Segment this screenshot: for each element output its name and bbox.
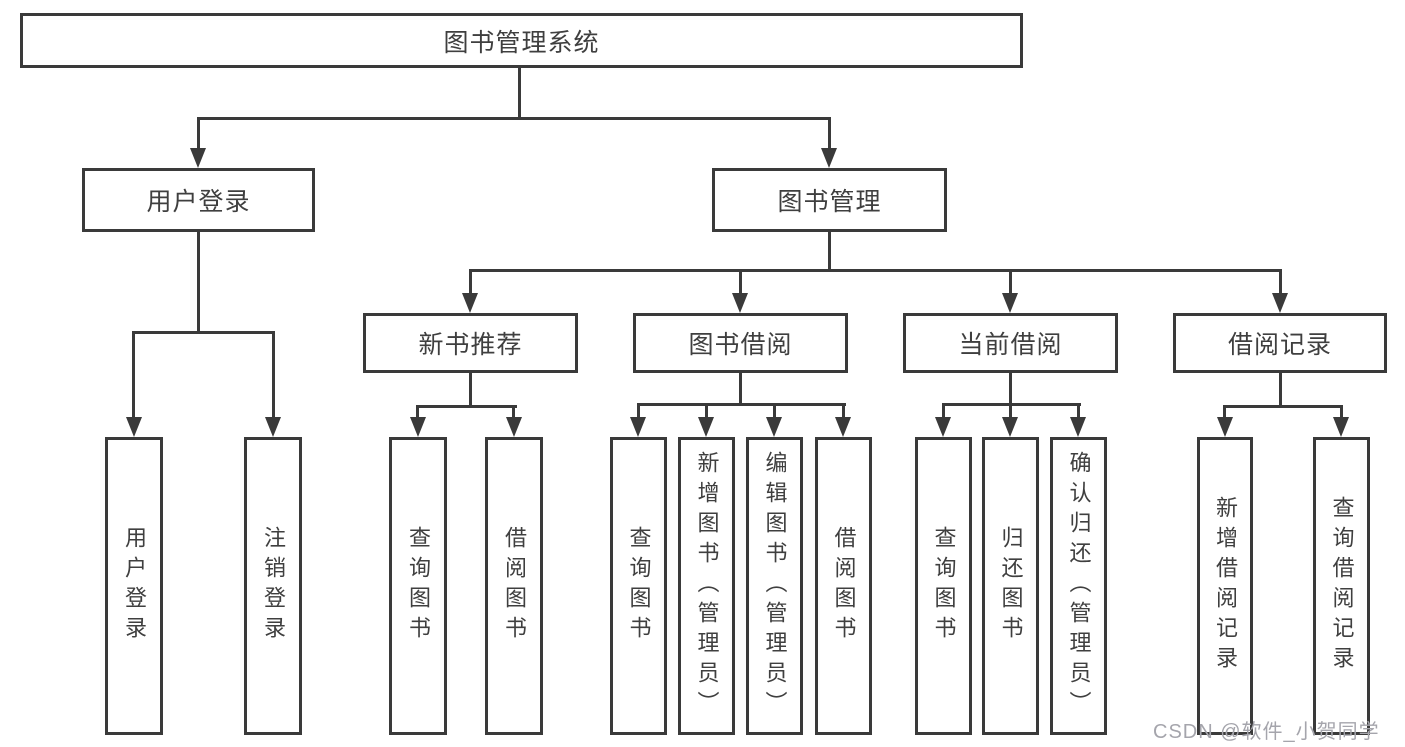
node-user-login-label: 用户登录 <box>146 188 251 216</box>
connector-line <box>705 403 708 419</box>
connector-line <box>469 269 472 295</box>
leaf-user-login: 用户登录 <box>105 437 163 735</box>
leaf-query-books-borrowing: 查询图书 <box>610 437 667 735</box>
node-current-borrowing: 当前借阅 <box>903 313 1118 373</box>
node-current-borrowing-label: 当前借阅 <box>958 331 1063 359</box>
leaf-edit-book-admin: 编辑图书（管理员） <box>746 437 803 735</box>
leaf-add-book-admin-label: 新增图书（管理员） <box>694 451 720 721</box>
connector-line <box>133 331 275 334</box>
leaf-query-books-recommend-label: 查询图书 <box>406 526 431 646</box>
arrow-down-icon <box>698 417 714 437</box>
leaf-query-borrow-record: 查询借阅记录 <box>1313 437 1370 735</box>
node-new-book-recommend: 新书推荐 <box>363 313 578 373</box>
leaf-add-borrow-record: 新增借阅记录 <box>1197 437 1253 735</box>
connector-line <box>828 117 831 150</box>
connector-line <box>416 405 419 419</box>
arrow-down-icon <box>630 417 646 437</box>
connector-line <box>773 403 776 419</box>
connector-line <box>828 232 831 271</box>
arrow-down-icon <box>835 417 851 437</box>
connector-line <box>197 117 831 120</box>
leaf-logout-label: 注销登录 <box>261 526 286 646</box>
leaf-return-book-label: 归还图书 <box>998 526 1024 646</box>
leaf-add-book-admin: 新增图书（管理员） <box>678 437 735 735</box>
connector-line <box>842 403 845 419</box>
leaf-query-books-current-label: 查询图书 <box>931 526 957 646</box>
node-user-login: 用户登录 <box>82 168 315 232</box>
connector-line <box>1009 373 1012 405</box>
arrow-down-icon <box>935 417 951 437</box>
connector-line <box>197 117 200 150</box>
leaf-query-books-recommend: 查询图书 <box>389 437 447 735</box>
connector-line <box>469 373 472 408</box>
connector-line <box>739 373 742 405</box>
connector-line <box>1279 373 1282 408</box>
node-book-management-label: 图书管理 <box>777 188 882 216</box>
connector-line <box>637 403 846 406</box>
arrow-down-icon <box>410 417 426 437</box>
leaf-user-login-label: 用户登录 <box>122 526 147 646</box>
arrow-down-icon <box>462 293 478 313</box>
connector-line <box>637 403 640 419</box>
arrow-down-icon <box>506 417 522 437</box>
arrow-down-icon <box>1070 417 1086 437</box>
node-book-borrowing: 图书借阅 <box>633 313 848 373</box>
connector-line <box>1223 405 1226 419</box>
leaf-add-borrow-record-label: 新增借阅记录 <box>1213 496 1238 676</box>
arrow-down-icon <box>190 148 206 168</box>
arrow-down-icon <box>126 417 142 437</box>
node-borrowing-records-label: 借阅记录 <box>1227 331 1332 359</box>
node-library-management-system: 图书管理系统 <box>20 13 1023 68</box>
leaf-borrow-books-recommend: 借阅图书 <box>485 437 543 735</box>
leaf-confirm-return-admin-label: 确认归还（管理员） <box>1066 451 1092 721</box>
connector-line <box>942 403 945 419</box>
connector-line <box>1009 269 1012 295</box>
connector-line <box>469 269 1282 272</box>
leaf-query-books-borrowing-label: 查询图书 <box>626 526 652 646</box>
arrow-down-icon <box>1002 417 1018 437</box>
connector-line <box>739 269 742 295</box>
leaf-borrow-books-label: 借阅图书 <box>831 526 857 646</box>
arrow-down-icon <box>821 148 837 168</box>
arrow-down-icon <box>1272 293 1288 313</box>
leaf-query-borrow-record-label: 查询借阅记录 <box>1329 496 1355 676</box>
leaf-confirm-return-admin: 确认归还（管理员） <box>1050 437 1107 735</box>
arrow-down-icon <box>265 417 281 437</box>
node-borrowing-records: 借阅记录 <box>1173 313 1387 373</box>
connector-line <box>1279 269 1282 295</box>
node-book-borrowing-label: 图书借阅 <box>688 331 793 359</box>
leaf-borrow-books-recommend-label: 借阅图书 <box>502 526 527 646</box>
leaf-edit-book-admin-label: 编辑图书（管理员） <box>762 451 788 721</box>
connector-line <box>1009 403 1012 419</box>
node-library-management-system-label: 图书管理系统 <box>443 28 600 57</box>
arrow-down-icon <box>766 417 782 437</box>
node-book-management: 图书管理 <box>712 168 947 232</box>
connector-line <box>1340 405 1343 419</box>
arrow-down-icon <box>1333 417 1349 437</box>
connector-line <box>1077 403 1080 419</box>
arrow-down-icon <box>1217 417 1233 437</box>
watermark: CSDN @软件_小贺同学 <box>1153 721 1380 743</box>
arrow-down-icon <box>732 293 748 313</box>
connector-line <box>1224 405 1343 408</box>
connector-line <box>416 405 517 408</box>
connector-line <box>132 331 135 417</box>
connector-line <box>197 232 200 333</box>
connector-line <box>512 405 515 419</box>
arrow-down-icon <box>1002 293 1018 313</box>
leaf-return-book: 归还图书 <box>982 437 1039 735</box>
leaf-logout: 注销登录 <box>244 437 302 735</box>
node-new-book-recommend-label: 新书推荐 <box>418 331 523 359</box>
leaf-query-books-current: 查询图书 <box>915 437 972 735</box>
leaf-borrow-books: 借阅图书 <box>815 437 872 735</box>
connector-line <box>518 68 521 118</box>
connector-line <box>272 331 275 417</box>
